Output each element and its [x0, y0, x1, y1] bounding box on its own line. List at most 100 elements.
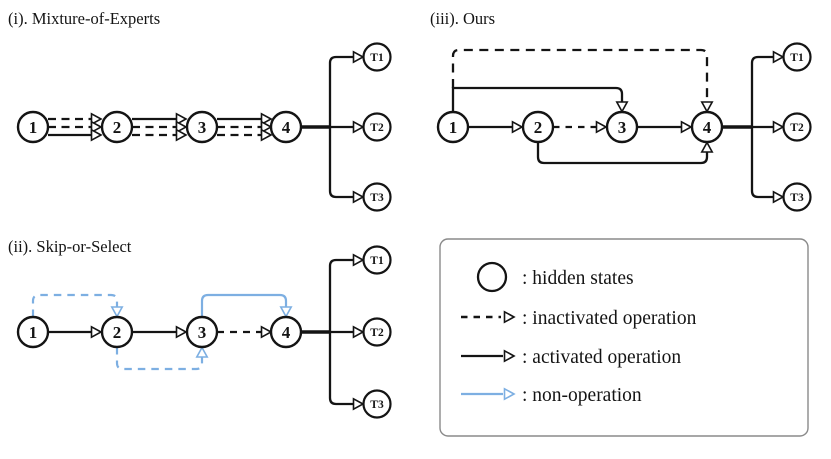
- skip-task-t1: [362, 245, 392, 275]
- ours-skip-2-4-solid: [536, 142, 709, 165]
- ours-task-t1: [782, 42, 812, 72]
- ours-node-2: [521, 110, 555, 144]
- ours-task-t2: [782, 112, 812, 142]
- arrowhead-icon: [680, 120, 693, 134]
- arrowhead-icon: [175, 112, 188, 126]
- moe-task-t1: [362, 42, 392, 72]
- panel-ours-title: (iii). Ours: [430, 9, 495, 28]
- panel-moe-title: (i). Mixture-of-Experts: [8, 9, 160, 28]
- skip-branch-t3: [328, 332, 354, 406]
- skip-node-3: [185, 315, 219, 349]
- skip-node-1: [16, 315, 50, 349]
- legend-hidden-states-label: : hidden states: [522, 268, 634, 289]
- arrowhead-icon: [352, 397, 365, 411]
- moe-node-4-label: 4: [282, 118, 291, 137]
- panel-skip-or-select: (ii). Skip-or-Select 1 2 3 4: [8, 237, 392, 419]
- arrowhead-icon: [352, 120, 365, 134]
- arrowhead-icon: [503, 310, 516, 324]
- ours-node-4-label: 4: [703, 118, 712, 137]
- ours-branch-t3: [750, 127, 774, 199]
- moe-task-t3-label: T3: [370, 192, 384, 204]
- ours-node-2-label: 2: [534, 118, 543, 137]
- arrowhead-icon: [175, 325, 188, 339]
- ours-task-t3-label: T3: [790, 192, 804, 204]
- legend-box: [439, 238, 809, 437]
- arrowhead-icon: [260, 112, 273, 126]
- moe-node-3-label: 3: [198, 118, 207, 137]
- skip-node-4: [269, 315, 303, 349]
- blue-arrowhead-icon: [195, 345, 209, 358]
- moe-task-t2: [362, 112, 392, 142]
- legend-activated-label: : activated operation: [522, 347, 681, 368]
- ours-node-4: [690, 110, 724, 144]
- skip-nonop-arc-1-2-dashed: [31, 293, 119, 317]
- ours-branch-t1: [750, 55, 774, 127]
- moe-node-4: [269, 110, 303, 144]
- skip-nonop-arc-3-4-solid: [200, 293, 288, 317]
- moe-branch-t1: [328, 55, 354, 127]
- arrowhead-icon: [90, 112, 103, 126]
- ours-task-t3: [782, 182, 812, 212]
- skip-node-3-label: 3: [198, 323, 207, 342]
- arrowhead-icon: [352, 190, 365, 204]
- skip-node-2-label: 2: [113, 323, 122, 342]
- arrowhead-icon: [260, 128, 273, 142]
- skip-task-t2: [362, 317, 392, 347]
- moe-task-t3: [362, 182, 392, 212]
- arrowhead-icon: [772, 190, 785, 204]
- arrowhead-icon: [175, 128, 188, 142]
- arrowhead-icon: [352, 253, 365, 267]
- blue-arrowhead-icon: [503, 387, 516, 401]
- moe-node-1: [16, 110, 50, 144]
- arrowhead-icon: [175, 120, 188, 134]
- skip-node-1-label: 1: [29, 323, 38, 342]
- ours-task-t1-label: T1: [790, 52, 804, 64]
- moe-node-2: [100, 110, 134, 144]
- arrowhead-icon: [615, 101, 629, 114]
- legend-non-operation-label: : non-operation: [522, 385, 642, 406]
- moe-task-t1-label: T1: [370, 52, 384, 64]
- moe-task-t2-label: T2: [370, 122, 384, 134]
- arrowhead-icon: [772, 120, 785, 134]
- arrowhead-icon: [700, 101, 714, 114]
- arrowhead-icon: [352, 50, 365, 64]
- arrowhead-icon: [90, 325, 103, 339]
- arrowhead-icon: [772, 50, 785, 64]
- ours-node-3-label: 3: [618, 118, 627, 137]
- ours-node-1: [436, 110, 470, 144]
- ours-skip-1-4-dashed: [451, 48, 709, 101]
- arrowhead-icon: [90, 120, 103, 134]
- arrowhead-icon: [700, 140, 714, 153]
- skip-task-t2-label: T2: [370, 327, 384, 339]
- skip-nonop-arc-2-3-dashed: [115, 347, 204, 371]
- skip-branch-t1: [328, 258, 354, 332]
- arrowhead-icon: [352, 325, 365, 339]
- arrowhead-icon: [595, 120, 608, 134]
- legend-inactivated-label: : inactivated operation: [522, 308, 697, 329]
- arrowhead-icon: [260, 325, 273, 339]
- moe-branch-t3: [328, 127, 354, 199]
- panel-skip-title: (ii). Skip-or-Select: [8, 237, 132, 256]
- panel-ours: (iii). Ours 1 2 3 4: [430, 9, 812, 212]
- ours-skip-1-3-solid: [451, 86, 624, 112]
- moe-node-2-label: 2: [113, 118, 122, 137]
- legend: : hidden states : inactivated operation …: [439, 238, 809, 437]
- skip-node-2: [100, 315, 134, 349]
- arrowhead-icon: [511, 120, 524, 134]
- hidden-state-circle-icon: [476, 261, 508, 293]
- skip-task-t1-label: T1: [370, 255, 384, 267]
- ours-node-1-label: 1: [449, 118, 458, 137]
- arrowhead-icon: [260, 120, 273, 134]
- blue-arrowhead-icon: [110, 306, 124, 319]
- skip-task-t3-label: T3: [370, 399, 384, 411]
- skip-task-t3: [362, 389, 392, 419]
- ours-node-3: [605, 110, 639, 144]
- ours-task-t2-label: T2: [790, 122, 804, 134]
- arrowhead-icon: [90, 128, 103, 142]
- moe-node-1-label: 1: [29, 118, 38, 137]
- panel-mixture-of-experts: (i). Mixture-of-Experts: [8, 9, 392, 212]
- blue-arrowhead-icon: [279, 306, 293, 319]
- skip-node-4-label: 4: [282, 323, 291, 342]
- moe-node-3: [185, 110, 219, 144]
